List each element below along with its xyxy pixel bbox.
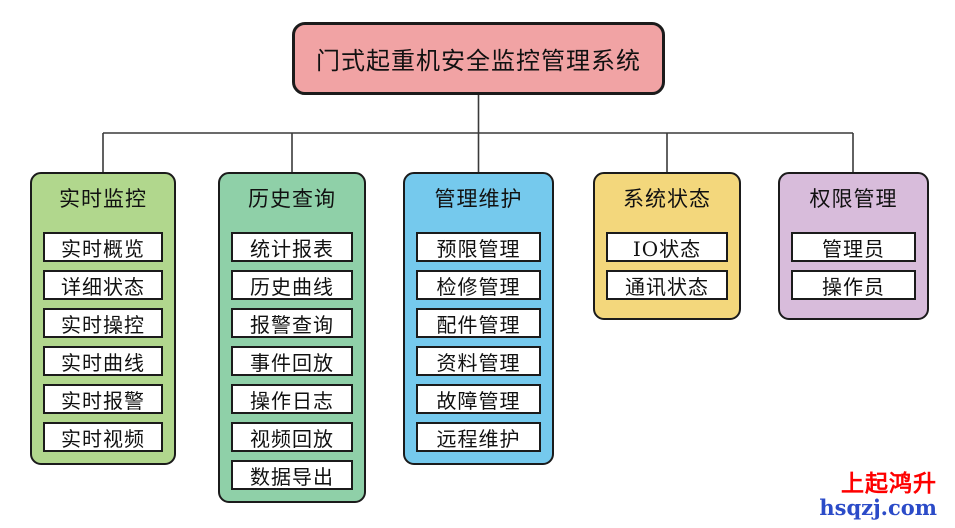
tree-leaf-item: 实时视频	[43, 422, 163, 452]
tree-leaf-item: 操作员	[791, 270, 916, 300]
tree-leaf-item: 实时概览	[43, 232, 163, 262]
branch-items: 管理员 操作员	[789, 232, 918, 300]
tree-leaf-item: 故障管理	[416, 384, 541, 414]
tree-leaf-item: 配件管理	[416, 308, 541, 338]
tree-leaf-item: 管理员	[791, 232, 916, 262]
watermark-brand-text: 上起鸿升	[841, 470, 937, 497]
branch-title: 历史查询	[248, 187, 336, 211]
branch-items: 实时概览 详细状态 实时操控 实时曲线 实时报警 实时视频	[41, 232, 165, 452]
tree-leaf-item: 视频回放	[231, 422, 353, 452]
watermark: 上起鸿升 hsqzj.com	[819, 471, 937, 519]
tree-leaf-item: 远程维护	[416, 422, 541, 452]
tree-leaf-item: 预限管理	[416, 232, 541, 262]
tree-leaf-item: 事件回放	[231, 346, 353, 376]
tree-leaf-item: 资料管理	[416, 346, 541, 376]
branch-title: 实时监控	[59, 187, 147, 211]
tree-leaf-item: 详细状态	[43, 270, 163, 300]
branch-title: 权限管理	[809, 187, 898, 211]
tree-leaf-item: 实时报警	[43, 384, 163, 414]
tree-leaf-item: 数据导出	[231, 460, 353, 490]
branch-system-status: 系统状态 IO状态 通讯状态	[593, 172, 741, 320]
branch-items: IO状态 通讯状态	[604, 232, 730, 300]
branch-title: 系统状态	[623, 187, 711, 211]
branch-management-maintenance: 管理维护 预限管理 检修管理 配件管理 资料管理 故障管理 远程维护	[403, 172, 554, 465]
watermark-site-text: hsqzj.com	[819, 495, 937, 520]
tree-leaf-item: 通讯状态	[606, 270, 728, 300]
branch-items: 预限管理 检修管理 配件管理 资料管理 故障管理 远程维护	[414, 232, 543, 452]
branch-realtime-monitoring: 实时监控 实时概览 详细状态 实时操控 实时曲线 实时报警 实时视频	[30, 172, 176, 465]
tree-leaf-item: 历史曲线	[231, 270, 353, 300]
branch-items: 统计报表 历史曲线 报警查询 事件回放 操作日志 视频回放 数据导出	[229, 232, 355, 490]
tree-leaf-item: 统计报表	[231, 232, 353, 262]
tree-leaf-item: 检修管理	[416, 270, 541, 300]
branch-title: 管理维护	[434, 187, 523, 211]
root-node-system-title: 门式起重机安全监控管理系统	[292, 22, 665, 95]
branch-permission-management: 权限管理 管理员 操作员	[778, 172, 929, 320]
branch-history-query: 历史查询 统计报表 历史曲线 报警查询 事件回放 操作日志 视频回放 数据导出	[218, 172, 366, 503]
tree-leaf-item: 报警查询	[231, 308, 353, 338]
tree-leaf-item: 实时操控	[43, 308, 163, 338]
tree-leaf-item: 实时曲线	[43, 346, 163, 376]
tree-leaf-item: IO状态	[606, 232, 728, 262]
tree-leaf-item: 操作日志	[231, 384, 353, 414]
